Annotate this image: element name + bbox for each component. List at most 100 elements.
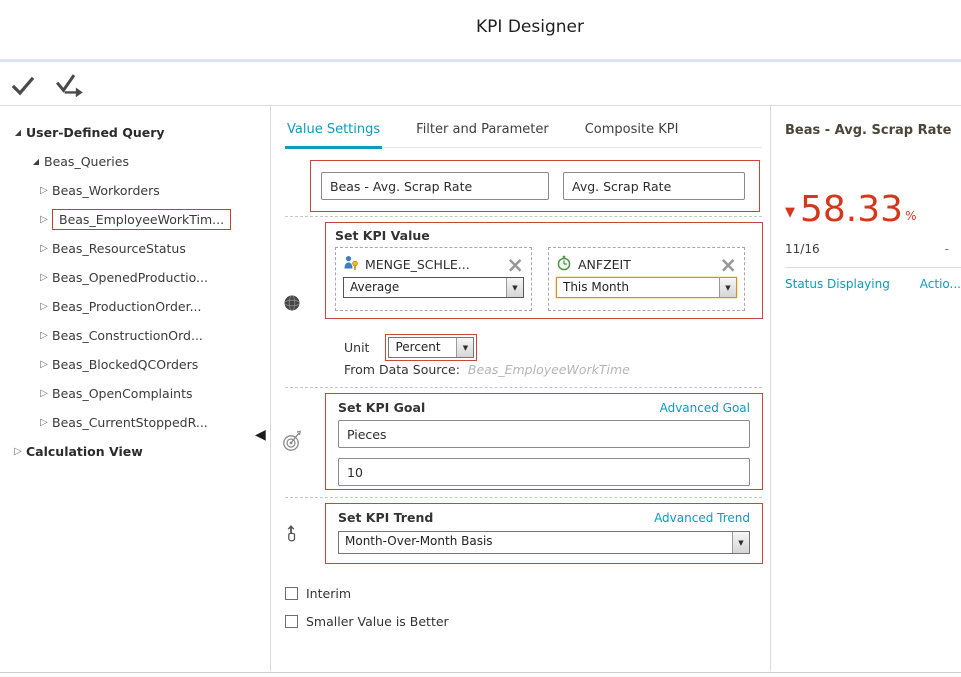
trend-basis-value: Month-Over-Month Basis [345, 534, 493, 548]
time-field-icon [556, 255, 572, 275]
collapsed-icon[interactable]: ▷ [40, 185, 48, 196]
preview-period: 11/16 [785, 242, 820, 257]
collapsed-icon[interactable]: ▷ [14, 446, 22, 457]
interim-label: Interim [306, 586, 351, 601]
chevron-down-icon[interactable]: ▼ [719, 278, 736, 297]
unit-select[interactable]: Percent ▼ [388, 337, 475, 358]
section-separator [285, 387, 762, 388]
preview-divider [770, 106, 771, 671]
tree-item-label: Beas_ConstructionOrd... [52, 328, 203, 343]
tree-item-calculation-view[interactable]: ▷ Calculation View [0, 437, 270, 466]
collapsed-icon[interactable]: ▷ [40, 272, 48, 283]
kpi-display-name-input[interactable] [563, 172, 745, 200]
advanced-trend-link[interactable]: Advanced Trend [654, 510, 750, 525]
tree-item-beas-queries[interactable]: ◢ Beas_Queries [0, 147, 270, 176]
tree-item-beas-openedproduction[interactable]: ▷ Beas_OpenedProductio... [0, 263, 270, 292]
trend-basis-select[interactable]: Month-Over-Month Basis ▼ [338, 531, 750, 554]
preview-links-row: Status Displaying Actio... [785, 277, 961, 291]
toolbar-divider [0, 105, 961, 106]
apply-check-arrow-icon[interactable] [54, 71, 88, 101]
collapsed-icon[interactable]: ▷ [40, 330, 48, 341]
bottom-divider [0, 672, 961, 673]
time-period-select[interactable]: This Month ▼ [556, 277, 737, 298]
section-title: Set KPI Trend [338, 510, 434, 525]
tree-item-label: Calculation View [26, 444, 143, 459]
collapsed-icon[interactable]: ▷ [40, 301, 48, 312]
trend-section-header: Set KPI Trend Advanced Trend [338, 510, 750, 525]
tree-item-label: Beas_OpenComplaints [52, 386, 193, 401]
unit-row: Unit Percent ▼ [344, 334, 478, 361]
smaller-value-label: Smaller Value is Better [306, 614, 449, 629]
page-title: KPI Designer [476, 17, 584, 37]
preview-divider-line [785, 267, 961, 269]
trend-down-icon: ▼ [785, 205, 795, 221]
time-period-value: This Month [563, 280, 629, 294]
tree-item-label: Beas_CurrentStoppedR... [52, 415, 208, 430]
tree-item-label-selected: Beas_EmployeeWorkTim... [52, 209, 232, 230]
kpi-trend-icon [285, 524, 301, 548]
tree-item-beas-workorders[interactable]: ▷ Beas_Workorders [0, 176, 270, 205]
measure-field-name: MENGE_SCHLE... [365, 257, 470, 272]
data-source-row: From Data Source:Beas_EmployeeWorkTime [344, 362, 630, 377]
time-field-row: ANFZEIT × [556, 252, 737, 277]
kpi-value-icon [283, 294, 301, 316]
expand-icon[interactable]: ◢ [14, 128, 22, 137]
preview-placeholder: - [944, 242, 949, 257]
unit-highlight-box: Percent ▼ [385, 334, 478, 361]
collapsed-icon[interactable]: ▷ [40, 417, 48, 428]
tree-item-label: Beas_ProductionOrder... [52, 299, 202, 314]
kpi-value-unit: % [905, 209, 917, 224]
section-separator [285, 216, 762, 217]
collapsed-icon[interactable]: ▷ [40, 359, 48, 370]
tree-item-label: Beas_BlockedQCOrders [52, 357, 199, 372]
confirm-check-icon[interactable] [6, 71, 40, 101]
tree-item-beas-currentstopped[interactable]: ▷ Beas_CurrentStoppedR... [0, 408, 270, 437]
tab-value-settings[interactable]: Value Settings [285, 120, 383, 149]
collapsed-icon[interactable]: ▷ [40, 243, 48, 254]
smaller-value-checkbox[interactable] [285, 615, 298, 628]
tab-composite-kpi[interactable]: Composite KPI [584, 122, 679, 137]
collapsed-icon[interactable]: ▷ [40, 388, 48, 399]
expand-icon[interactable]: ◢ [32, 157, 40, 166]
collapsed-icon[interactable]: ▷ [40, 214, 48, 225]
tree-item-label: Beas_Workorders [52, 183, 160, 198]
preview-kpi-title: Beas - Avg. Scrap Rate [785, 123, 952, 138]
kpi-value-number: 58.33 [800, 189, 904, 230]
measure-field-panel[interactable]: MENGE_SCHLE... × Average ▼ [335, 247, 532, 311]
tree-item-beas-productionorder[interactable]: ▷ Beas_ProductionOrder... [0, 292, 270, 321]
aggregation-select[interactable]: Average ▼ [343, 277, 524, 298]
set-kpi-trend-section: Set KPI Trend Advanced Trend Month-Over-… [325, 503, 763, 564]
tree-item-beas-resourcestatus[interactable]: ▷ Beas_ResourceStatus [0, 234, 270, 263]
kpi-name-highlight-box [310, 160, 760, 212]
tree-item-label: User-Defined Query [26, 125, 165, 140]
section-title: Set KPI Goal [338, 400, 426, 415]
preview-meta-row: 11/16 - [785, 242, 961, 256]
data-source-label: From Data Source: [344, 362, 460, 377]
advanced-goal-link[interactable]: Advanced Goal [659, 400, 750, 415]
remove-time-icon[interactable]: × [719, 252, 737, 277]
kpi-preview-panel: Beas - Avg. Scrap Rate ▼ 58.33 % 11/16 -… [771, 106, 961, 671]
goal-value-input[interactable] [338, 458, 750, 486]
measure-panels: MENGE_SCHLE... × Average ▼ [335, 247, 753, 311]
kpi-name-input[interactable] [321, 172, 549, 200]
action-link[interactable]: Actio... [919, 277, 961, 292]
set-kpi-value-section: Set KPI Value MENGE_SCHLE... [325, 222, 763, 319]
tree-item-user-defined-query[interactable]: ◢ User-Defined Query [0, 118, 270, 147]
chevron-down-icon[interactable]: ▼ [456, 338, 474, 357]
time-field-panel[interactable]: ANFZEIT × This Month ▼ [548, 247, 745, 311]
chevron-down-icon[interactable]: ▼ [506, 278, 523, 297]
tree-item-beas-opencomplaints[interactable]: ▷ Beas_OpenComplaints [0, 379, 270, 408]
chevron-down-icon[interactable]: ▼ [732, 532, 749, 553]
remove-measure-icon[interactable]: × [506, 252, 524, 277]
header-divider [0, 59, 961, 62]
goal-unit-input[interactable] [338, 420, 750, 448]
interim-checkbox[interactable] [285, 587, 298, 600]
tab-filter-and-parameter[interactable]: Filter and Parameter [416, 122, 549, 137]
tree-item-beas-constructionorder[interactable]: ▷ Beas_ConstructionOrd... [0, 321, 270, 350]
section-separator [285, 497, 762, 498]
time-field-name: ANFZEIT [578, 257, 631, 272]
status-displaying-link[interactable]: Status Displaying [785, 277, 890, 292]
sidebar-collapse-icon[interactable]: ◀ [255, 427, 266, 443]
tree-item-beas-blockedqcorders[interactable]: ▷ Beas_BlockedQCOrders [0, 350, 270, 379]
tree-item-beas-employeeworktime[interactable]: ▷ Beas_EmployeeWorkTim... [0, 205, 270, 234]
